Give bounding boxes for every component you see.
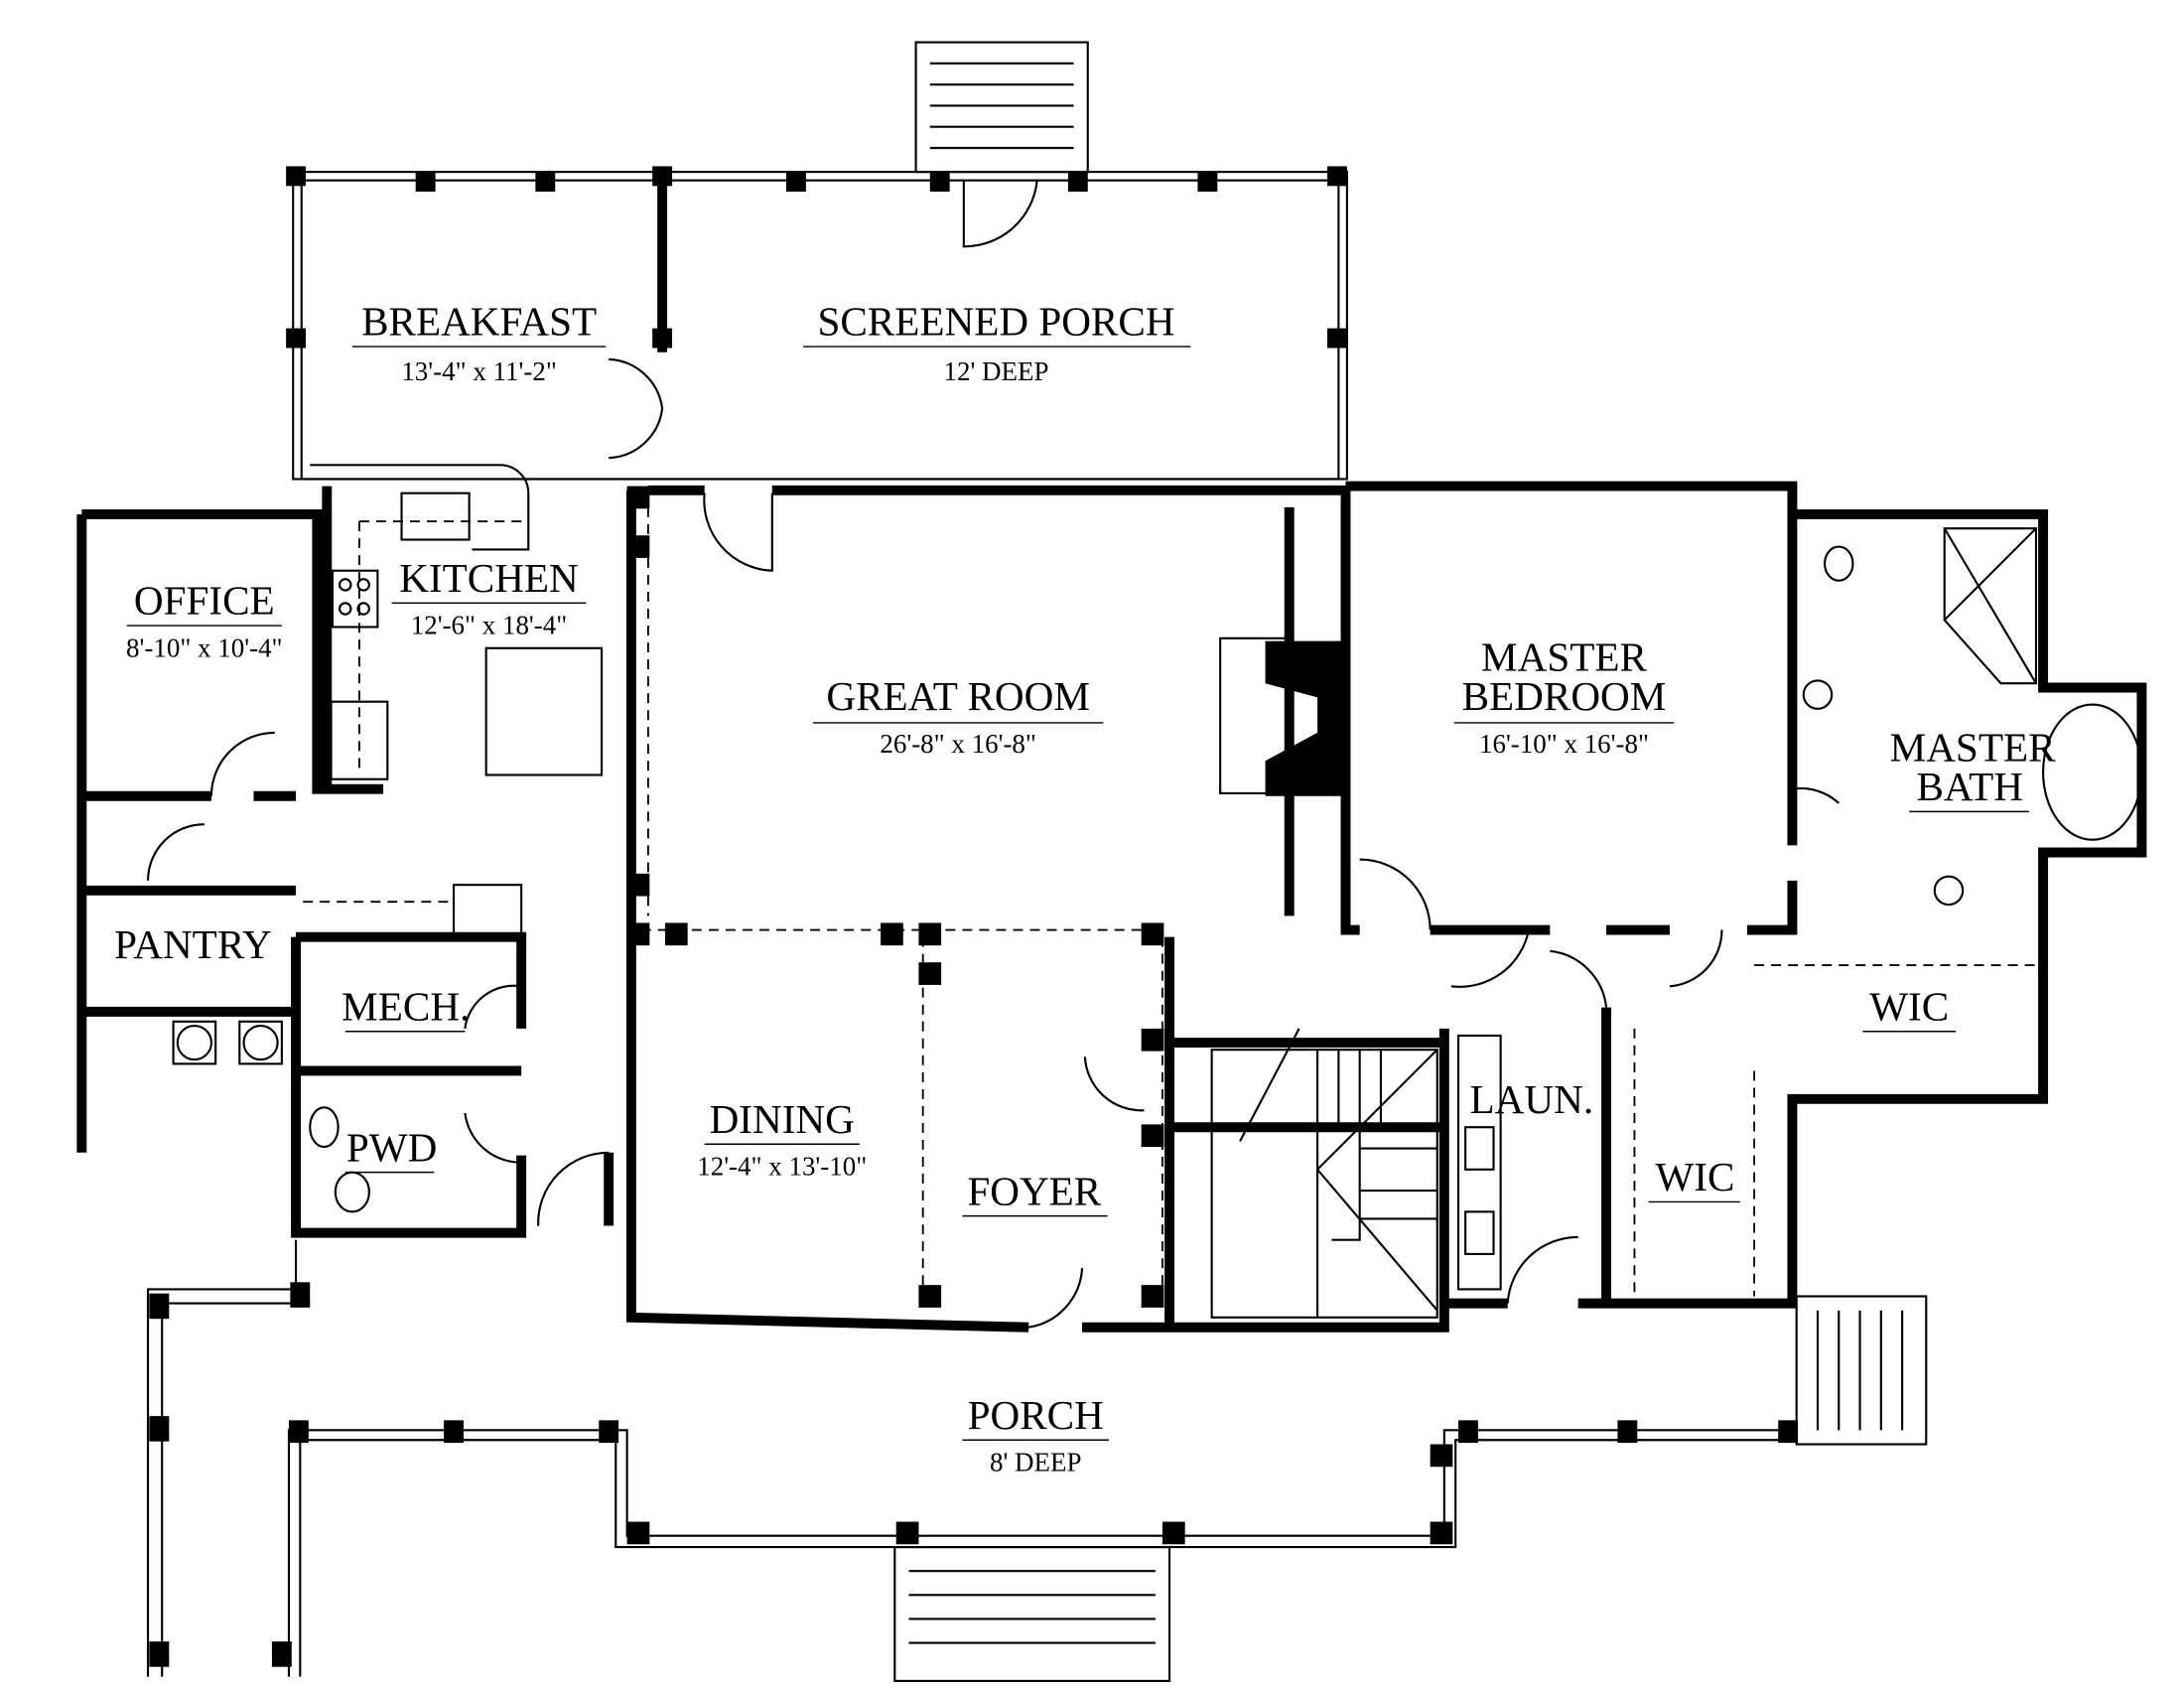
room-size: 12' DEEP <box>944 356 1049 386</box>
room-name: PWD <box>346 1124 437 1170</box>
room-wic-1: WIC <box>1862 983 1957 1033</box>
screened-porch-walls <box>292 41 1348 481</box>
room-name: KITCHEN <box>399 555 579 601</box>
room-size: 16'-10" x 16'-8" <box>1479 729 1649 759</box>
room-size: 8'-10" x 10'-4" <box>126 633 283 662</box>
room-name: MASTER <box>1481 633 1647 679</box>
room-dining: DINING 12'-4" x 13'-10" <box>697 1096 867 1182</box>
room-name-line2: BEDROOM <box>1462 673 1667 719</box>
room-pantry: PANTRY <box>114 921 272 967</box>
room-size: 12'-4" x 13'-10" <box>697 1151 867 1181</box>
room-master-bath: MASTER BATH <box>1890 724 2056 813</box>
room-mech: MECH. <box>341 983 470 1033</box>
stair <box>1210 1028 1438 1319</box>
room-wic-2: WIC <box>1648 1154 1740 1203</box>
room-screened-porch: SCREENED PORCH 12' DEEP <box>803 299 1191 386</box>
room-name: WIC <box>1655 1154 1734 1199</box>
room-size: 8' DEEP <box>990 1447 1081 1477</box>
room-size: 13'-4" x 11'-2" <box>401 356 557 386</box>
room-name: BREAKFAST <box>361 299 597 345</box>
room-master-bedroom: MASTER BEDROOM 16'-10" x 16'-8" <box>1453 633 1675 759</box>
room-pwd: PWD <box>344 1124 437 1174</box>
room-size: 12'-6" x 18'-4" <box>411 611 568 640</box>
room-breakfast: BREAKFAST 13'-4" x 11'-2" <box>351 299 607 386</box>
interior-walls <box>76 481 2147 1333</box>
doors-fixtures <box>146 464 2143 1329</box>
room-office: OFFICE 8'-10" x 10'-4" <box>126 578 283 663</box>
room-name: OFFICE <box>134 578 275 624</box>
room-laundry: LAUN. <box>1470 1076 1594 1122</box>
room-name: PANTRY <box>114 921 272 967</box>
room-name-line2: BATH <box>1917 764 2023 809</box>
room-name: PORCH <box>968 1392 1104 1438</box>
room-name: LAUN. <box>1470 1076 1594 1122</box>
room-name: DINING <box>710 1096 855 1142</box>
posts <box>149 166 1799 1667</box>
room-great-room: GREAT ROOM 26'-8" x 16'-8" <box>812 673 1104 759</box>
room-name: SCREENED PORCH <box>817 299 1174 345</box>
room-name: WIC <box>1869 983 1949 1029</box>
room-kitchen: KITCHEN 12'-6" x 18'-4" <box>391 555 587 640</box>
room-name: MECH. <box>341 983 470 1029</box>
front-porch <box>146 1239 1928 1682</box>
room-name: FOYER <box>967 1168 1101 1213</box>
room-name: GREAT ROOM <box>826 673 1090 719</box>
room-size: 26'-8" x 16'-8" <box>880 729 1036 759</box>
room-porch: PORCH 8' DEEP <box>962 1392 1110 1477</box>
room-name: MASTER <box>1890 724 2056 770</box>
room-foyer: FOYER <box>962 1168 1108 1217</box>
